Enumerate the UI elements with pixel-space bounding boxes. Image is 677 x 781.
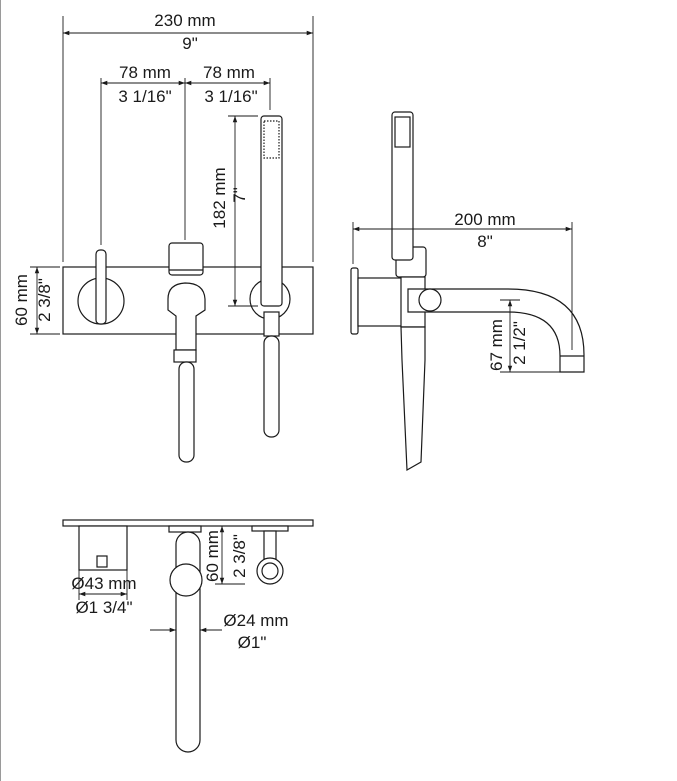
spacing-right-in-label: 3 1/16" <box>204 87 257 106</box>
spout-diameter-in-label: Ø1" <box>238 633 267 652</box>
front-diverter-handle <box>77 249 125 325</box>
top-wall-plate <box>62 519 314 527</box>
spacing-right-mm-label: 78 mm <box>203 63 255 82</box>
front-handshower <box>249 115 291 438</box>
plate-depth-mm-label: 60 mm <box>203 530 222 582</box>
plate-height-mm-label: 60 mm <box>12 274 31 326</box>
plate-depth-in-label: 2 3/8" <box>230 534 249 578</box>
top-view: 60 mm 2 3/8" Ø43 mm Ø1 3/4" Ø24 mm Ø1" <box>62 519 314 753</box>
side-wall-flange <box>350 267 359 335</box>
spout-reach-mm-label: 200 mm <box>454 210 515 229</box>
handle-diameter-in-label: Ø1 3/4" <box>75 598 132 617</box>
spout-height-in-label: 2 1/2" <box>510 321 529 365</box>
spacing-left-mm-label: 78 mm <box>119 63 171 82</box>
front-mixer-spout <box>167 242 206 463</box>
front-view: 230 mm 9" 78 mm 3 1/16" 78 mm 3 1/16" 18… <box>12 11 314 463</box>
handshower-height-in-label: 7" <box>230 187 249 203</box>
spacing-left-in-label: 3 1/16" <box>118 87 171 106</box>
top-mixer-knob <box>169 563 203 597</box>
spout-height-mm-label: 67 mm <box>487 319 506 371</box>
handle-diameter-mm-label: Ø43 mm <box>71 574 136 593</box>
overall-width-mm-label: 230 mm <box>154 11 215 30</box>
overall-width-in-label: 9" <box>182 34 198 53</box>
side-mixer-body <box>357 277 409 327</box>
handshower-height-mm-label: 182 mm <box>210 167 229 228</box>
spout-reach-in-label: 8" <box>477 232 493 251</box>
plate-height-in-label: 2 3/8" <box>35 278 54 322</box>
side-view: 200 mm 8" 67 mm 2 1/2" <box>350 111 585 472</box>
spout-diameter-mm-label: Ø24 mm <box>223 611 288 630</box>
